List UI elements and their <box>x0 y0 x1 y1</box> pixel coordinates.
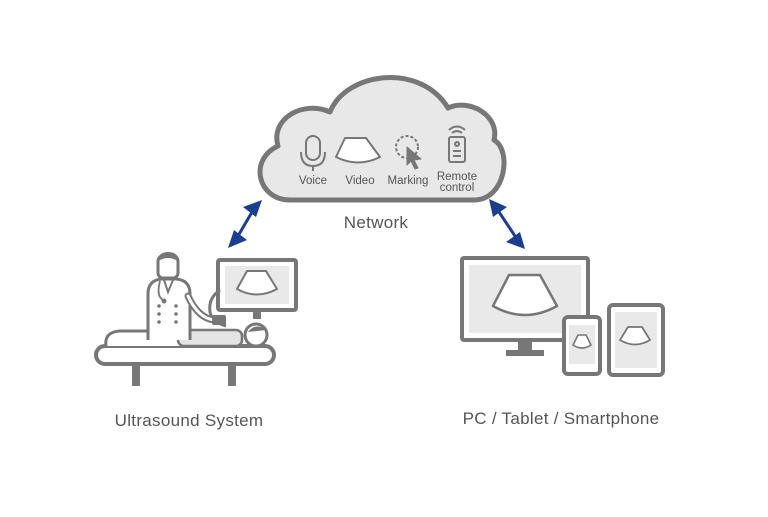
video-label: Video <box>345 175 374 187</box>
right-connection-arrow <box>489 199 525 249</box>
tablet-icon <box>607 303 665 377</box>
ultrasound-system-illustration <box>94 252 298 386</box>
remote-label-line1: Remote <box>437 171 477 183</box>
ultrasound-system-label: Ultrasound System <box>115 411 264 430</box>
marking-label: Marking <box>388 175 429 187</box>
voice-label: Voice <box>299 175 327 187</box>
remote-control-icon <box>448 125 466 163</box>
smartphone-icon <box>562 315 602 376</box>
ultrasound-image-icon <box>335 137 381 164</box>
devices-illustration <box>460 256 665 377</box>
left-connection-arrow <box>228 200 262 248</box>
remote-label-line2: control <box>440 182 475 194</box>
ultrasound-monitor-icon <box>216 258 298 319</box>
doctor-figure <box>146 252 226 340</box>
cursor-marking-icon <box>395 135 422 170</box>
microphone-icon <box>300 135 326 171</box>
examination-bed <box>94 344 276 386</box>
network-cloud: Voice Video Marking Remote control <box>257 75 507 203</box>
cloud-shape <box>257 75 507 203</box>
devices-label: PC / Tablet / Smartphone <box>463 409 660 428</box>
network-label: Network <box>344 213 409 232</box>
